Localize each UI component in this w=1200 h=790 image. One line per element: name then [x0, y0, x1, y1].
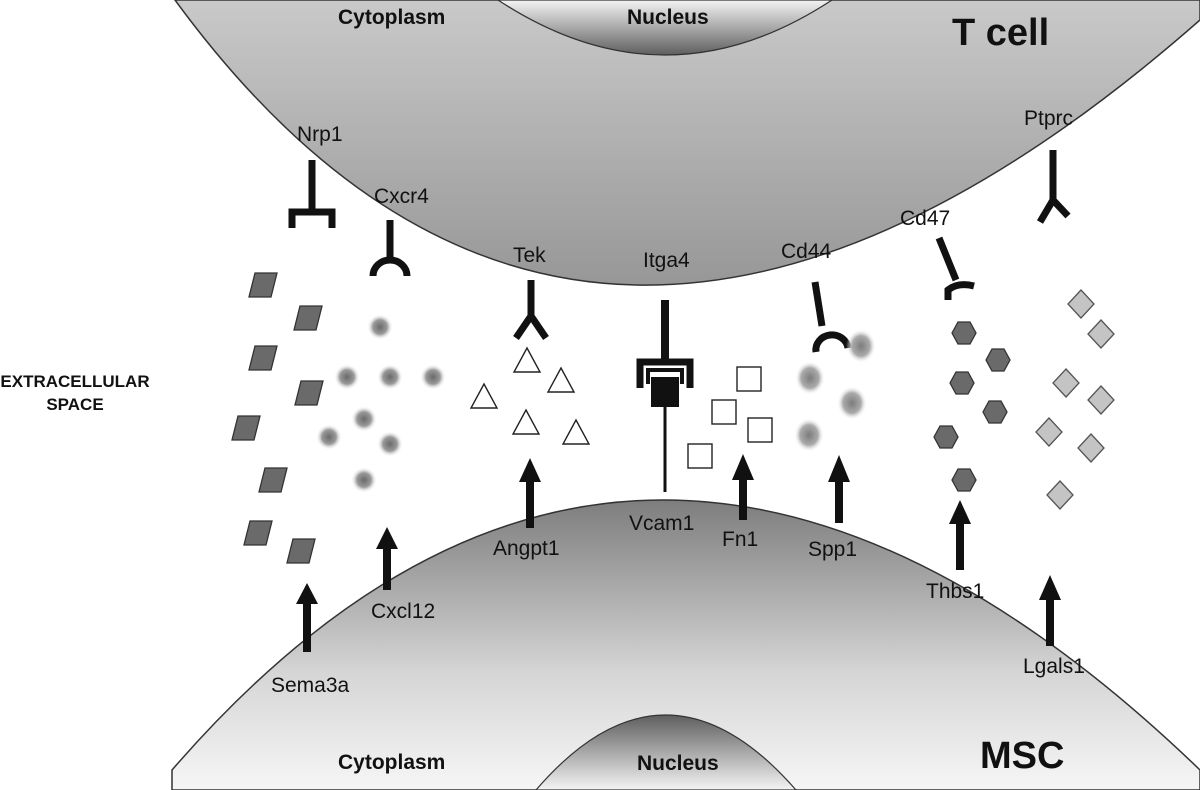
tcell-membrane [174, 0, 1200, 286]
msc-membrane [171, 499, 1200, 790]
tek-receptor [513, 280, 549, 340]
angpt1-arrow [519, 458, 541, 528]
lgals1-arrow [1039, 575, 1061, 646]
thbs1-arrow [949, 500, 971, 570]
sema3a-ligands [231, 272, 324, 564]
ligand-label-vcam1: Vcam1 [629, 512, 695, 535]
ligand-label-angpt1: Angpt1 [493, 537, 560, 560]
ligand-label-sema3a: Sema3a [271, 674, 350, 697]
extracellular-space-label: EXTRACELLULAR SPACE [0, 371, 150, 417]
receptor-label-nrp1: Nrp1 [297, 123, 343, 146]
spp1-arrow [828, 455, 850, 523]
receptor-label-cd44: Cd44 [781, 240, 832, 263]
ptprc-receptor [1036, 150, 1071, 224]
thbs1-ligands [933, 321, 1011, 492]
cxcl12-arrow [376, 527, 398, 590]
spp1-ligands [794, 329, 876, 452]
ligand-label-lgals1: Lgals1 [1023, 655, 1085, 678]
tcell-cytoplasm-label: Cytoplasm [338, 6, 446, 29]
cd44-receptor [811, 281, 852, 353]
tcell-name: T cell [952, 12, 1050, 54]
ligand-label-cxcl12: Cxcl12 [371, 600, 436, 623]
fn1-arrow [732, 454, 754, 520]
ligand-label-spp1: Spp1 [808, 538, 858, 561]
receptor-label-cxcr4: Cxcr4 [374, 185, 429, 208]
msc-cytoplasm-label: Cytoplasm [338, 751, 446, 774]
extracellular-line1: EXTRACELLULAR [0, 372, 150, 391]
cd47-receptor [935, 236, 975, 300]
cxcr4-receptor [369, 220, 411, 277]
receptor-label-cd47: Cd47 [900, 207, 951, 230]
msc-name: MSC [980, 735, 1065, 777]
sema3a-arrow [296, 583, 318, 652]
msc-nucleus [535, 714, 797, 790]
extracellular-line2: SPACE [46, 394, 104, 414]
receptor-label-ptprc: Ptprc [1024, 107, 1074, 130]
secretion-arrows [296, 454, 1061, 652]
receptor-label-itga4: Itga4 [643, 249, 690, 272]
tcell-nucleus [496, 0, 834, 56]
angpt1-ligands [469, 346, 591, 445]
lgals1-ligands [1035, 289, 1115, 510]
receptor-label-tek: Tek [513, 244, 546, 267]
ligand-label-thbs1: Thbs1 [926, 580, 985, 603]
nrp1-receptor [288, 160, 336, 228]
tcell-nucleus-label: Nucleus [627, 6, 709, 29]
itga4-receptor [636, 300, 694, 492]
cxcl12-ligands [316, 314, 446, 493]
msc-nucleus-label: Nucleus [637, 752, 719, 775]
ligand-label-fn1: Fn1 [722, 528, 759, 551]
fn1-ligands [687, 366, 773, 469]
